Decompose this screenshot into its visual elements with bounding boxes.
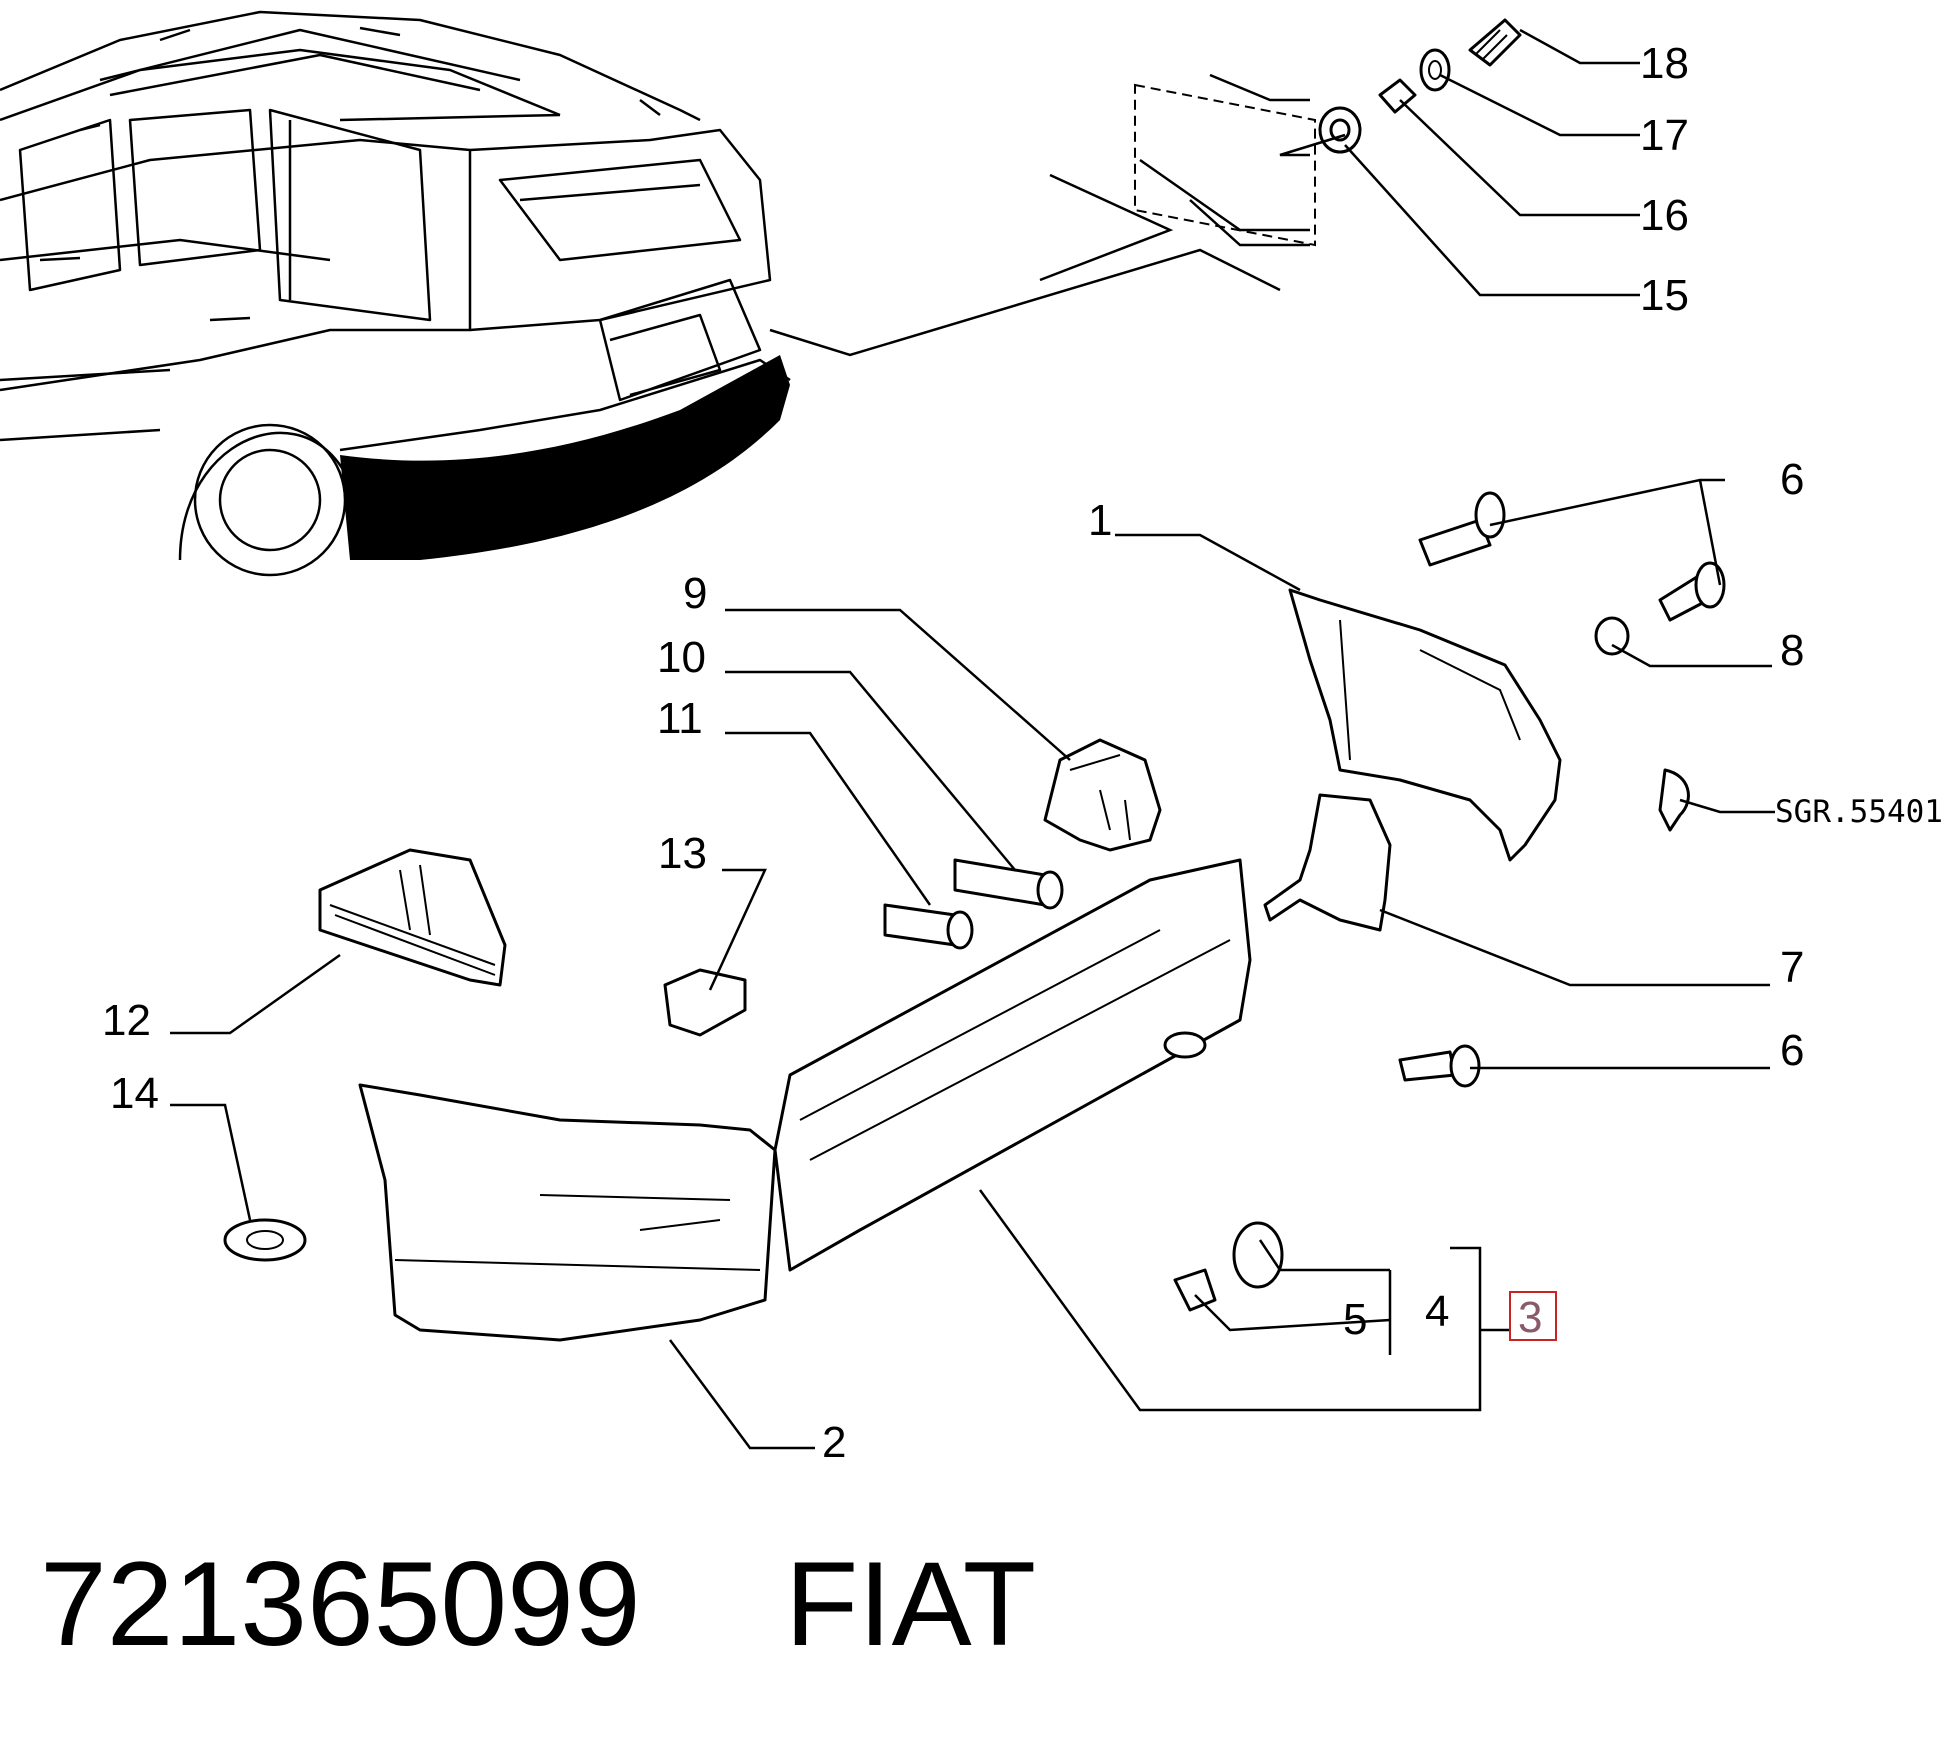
footer-caption: 721365099 FIAT [40,1537,1036,1671]
part-3-main-bumper [773,858,1252,1272]
callout-7: 7 [1780,943,1804,992]
part-10-11-pins [883,858,1064,950]
part-9-clip [1043,738,1162,852]
part-8-nut [1594,616,1630,656]
callout-2: 2 [822,1418,846,1467]
callout-1: 1 [1088,496,1112,545]
part-13-clip [663,968,747,1037]
callout-18: 18 [1640,39,1689,88]
part-2-bumper-end [358,1083,777,1342]
footer-brand: FIAT [785,1537,1036,1671]
callout-6b: 6 [1780,1026,1804,1075]
plate-fasteners [1318,18,1522,154]
callout-8: 8 [1780,626,1804,675]
part-14-washer [223,1218,307,1262]
callout-15: 15 [1640,271,1689,320]
part-12-rear-lamp [318,848,507,987]
callout-labels: 1 2 4 5 6 6 7 8 9 10 11 12 13 14 15 16 1… [102,39,1943,1467]
callout-5: 5 [1343,1295,1367,1344]
callout-10: 10 [657,633,706,682]
callout-17: 17 [1640,111,1689,160]
callout-4: 4 [1425,1287,1449,1336]
callout-6a: 6 [1780,455,1804,504]
callout-3-highlighted: 3 [1509,1291,1557,1342]
callout-3: 3 [1518,1293,1542,1342]
callout-12: 12 [102,996,151,1045]
callout-14: 14 [110,1069,159,1118]
callout-sgr: SGR.55401 [1775,794,1943,830]
part-1-bracket [1288,588,1562,862]
callout-16: 16 [1640,191,1689,240]
footer-part-number: 721365099 [40,1537,641,1671]
callout-9: 9 [683,569,707,618]
part-5-clip [1173,1268,1217,1312]
sgr-clip [1658,768,1690,832]
callout-13: 13 [658,829,707,878]
car-illustration [0,10,791,577]
callout-11: 11 [657,694,703,743]
leader-lines [170,28,1775,1450]
license-plate [1134,83,1316,247]
car-to-plate-leader [769,248,1281,357]
part-4-cap [1232,1221,1284,1289]
part-7-bracket [1263,793,1392,932]
part-6-screws [1398,491,1726,1088]
